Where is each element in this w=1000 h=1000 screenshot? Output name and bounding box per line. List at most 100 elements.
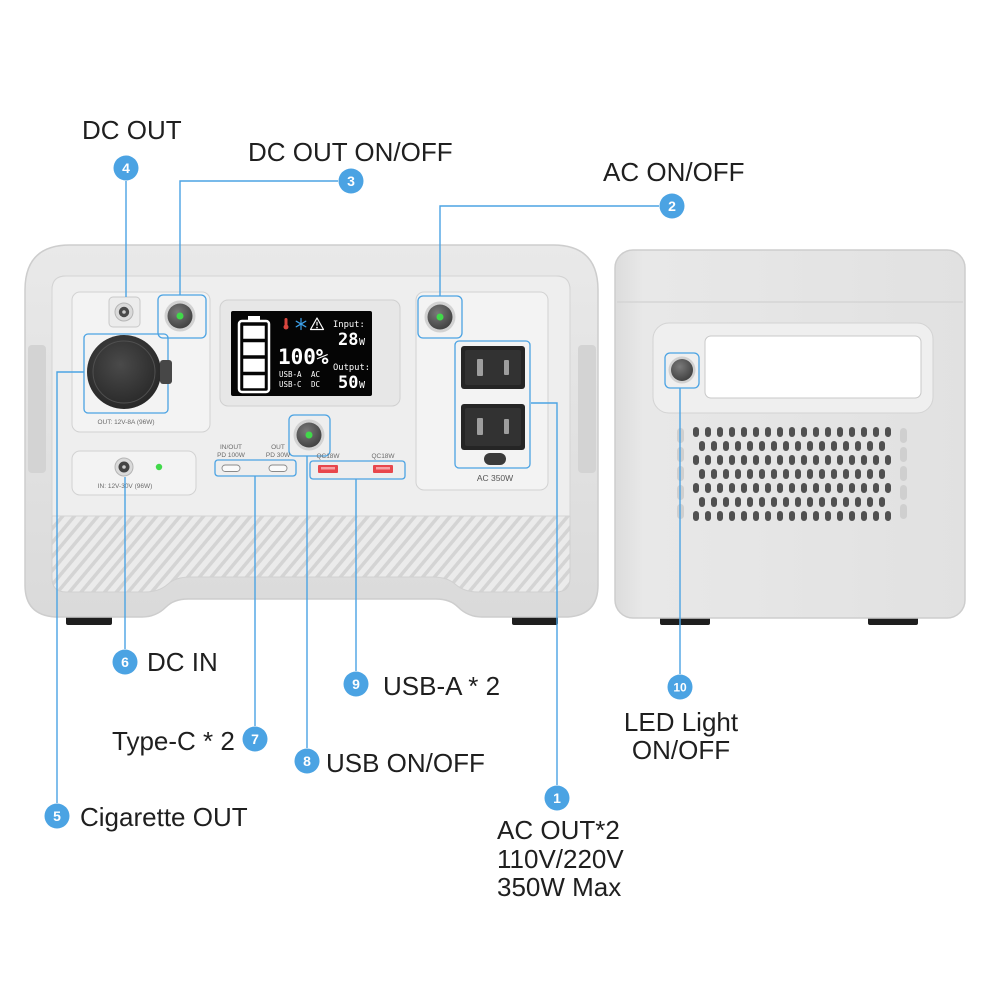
vent-hole — [843, 469, 849, 479]
front-view: OUT: 12V-8A (96W) IN: 12V-30V (96W) — [24, 244, 599, 625]
output-indicator: USB-C — [279, 380, 302, 389]
vent-hole — [855, 441, 861, 451]
vent-hole — [819, 469, 825, 479]
output-indicator: AC — [311, 370, 320, 379]
callout-2-ac-switch: 2 AC ON/OFF — [439, 157, 745, 296]
usb-switch-highlight — [288, 414, 331, 457]
vent-hole — [759, 441, 765, 451]
input-unit: W — [359, 337, 366, 348]
callout-number: 6 — [121, 654, 129, 670]
vent-hole — [783, 469, 789, 479]
vent-hole — [795, 441, 801, 451]
vent-hole — [753, 455, 759, 465]
vent-hole — [777, 427, 783, 437]
callout-10-led-light-switch: 10 LED Light ON/OFF — [624, 388, 739, 765]
usb-a-port-1-tongue — [321, 467, 335, 470]
vent-hole — [753, 483, 759, 493]
vent-hole — [765, 455, 771, 465]
vent-hole — [849, 427, 855, 437]
callout-7-type-c: 7 Type-C * 2 — [112, 476, 268, 756]
vent-hole — [837, 483, 843, 493]
callout-label: DC IN — [147, 647, 218, 677]
vent-hole — [873, 511, 879, 521]
vent-hole — [813, 483, 819, 493]
callout-number: 8 — [303, 753, 311, 769]
callout-number: 4 — [122, 160, 130, 176]
callout-badge — [338, 168, 364, 194]
cigarette-socket-cap-tab — [160, 360, 172, 384]
side-grip-right — [578, 345, 596, 473]
vent-hole — [879, 469, 885, 479]
thermometer-stem — [284, 318, 288, 326]
callout-3-dc-out-switch: 3 DC OUT ON/OFF — [179, 137, 453, 295]
vent-hole — [831, 441, 837, 451]
vent-hole — [717, 455, 723, 465]
callout-badge — [343, 671, 369, 697]
vent-hole — [693, 427, 699, 437]
vent-hole — [735, 469, 741, 479]
vent-hole — [759, 469, 765, 479]
vent-hole — [843, 497, 849, 507]
callout-label: 350W Max — [497, 872, 621, 902]
vent-hole — [729, 455, 735, 465]
dc-in-port-pin — [122, 465, 126, 469]
vent-hole — [717, 483, 723, 493]
vent-rib — [900, 428, 907, 443]
vent-hole — [693, 483, 699, 493]
callout-number: 10 — [673, 681, 687, 695]
leader-line — [179, 180, 338, 295]
callout-6-dc-in: 6 DC IN — [112, 477, 218, 677]
vent-hole — [729, 427, 735, 437]
thermometer-bulb — [283, 324, 289, 330]
warning-icon — [309, 317, 325, 331]
callout-9-usb-a: 9 USB-A * 2 — [343, 479, 500, 701]
vent-hole — [717, 511, 723, 521]
type-c-port-2 — [268, 464, 288, 472]
vent-hole — [849, 455, 855, 465]
vent-hole — [729, 483, 735, 493]
vent-hole — [699, 441, 705, 451]
vent-hole — [825, 483, 831, 493]
side-handle-cutout — [704, 335, 922, 399]
side-view — [614, 249, 966, 625]
vent-hole — [765, 483, 771, 493]
callout-number: 1 — [553, 790, 561, 806]
vent-hole — [723, 497, 729, 507]
callout-number: 7 — [251, 731, 259, 747]
vent-hole — [819, 497, 825, 507]
callout-badge — [44, 803, 70, 829]
vent-hole — [825, 427, 831, 437]
vent-rib — [900, 504, 907, 519]
vent-hole — [777, 483, 783, 493]
vent-hole — [807, 469, 813, 479]
vent-hole — [753, 511, 759, 521]
warning-triangle — [309, 317, 325, 331]
vent-hole — [789, 511, 795, 521]
side-vent-grille — [677, 427, 907, 521]
vent-hole — [705, 511, 711, 521]
vent-hole — [795, 469, 801, 479]
dc-input-panel — [71, 450, 197, 496]
vent-hole — [807, 441, 813, 451]
vent-hole — [819, 441, 825, 451]
callout-badge — [294, 748, 320, 774]
callout-label: LED Light — [624, 707, 739, 737]
usb-switch-indicator — [305, 431, 313, 439]
callout-badge — [667, 674, 693, 700]
vent-hole — [705, 427, 711, 437]
vent-hole — [711, 497, 717, 507]
ac-outlet-1 — [461, 346, 525, 389]
callout-number: 9 — [352, 676, 360, 692]
callout-label: 110V/220V — [497, 844, 624, 874]
callout-badge — [544, 785, 570, 811]
ac-outlet-ground-cover — [484, 453, 506, 465]
type-c-1-mode: IN/OUT — [220, 444, 242, 451]
callout-label: DC OUT — [82, 115, 182, 145]
battery-cap — [248, 316, 260, 321]
vent-hole — [861, 483, 867, 493]
vent-hole — [801, 427, 807, 437]
leader-line — [531, 402, 558, 785]
warning-dot — [316, 326, 318, 329]
vent-hole — [765, 427, 771, 437]
